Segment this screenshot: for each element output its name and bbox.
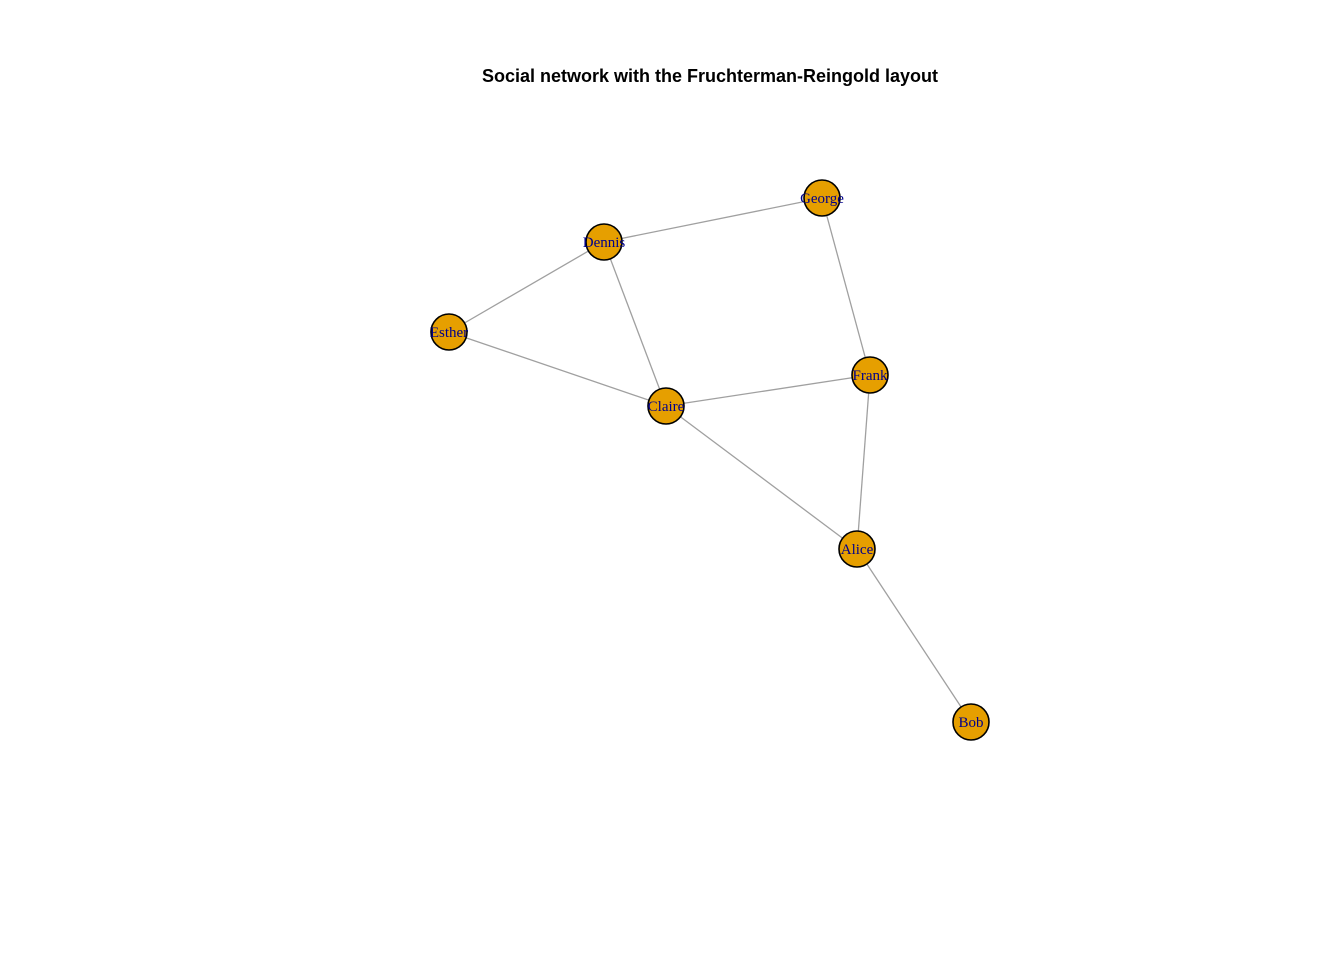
node-alice: Alice bbox=[838, 530, 876, 568]
node-label-frank: Frank bbox=[853, 368, 888, 384]
node-bob: Bob bbox=[952, 703, 990, 741]
edge-alice-bob bbox=[856, 548, 972, 723]
node-frank: Frank bbox=[851, 356, 889, 394]
node-label-george: George bbox=[800, 191, 844, 207]
node-claire: Claire bbox=[647, 387, 685, 425]
node-circle-frank bbox=[851, 356, 889, 394]
node-esther: Esther bbox=[430, 313, 468, 351]
node-george: George bbox=[800, 179, 844, 217]
node-label-claire: Claire bbox=[648, 399, 685, 415]
edge-frank-alice bbox=[856, 374, 871, 550]
node-circle-george bbox=[803, 179, 841, 217]
node-label-esther: Esther bbox=[430, 325, 468, 341]
node-circle-dennis bbox=[585, 223, 623, 261]
edge-claire-alice bbox=[665, 405, 858, 550]
node-circle-alice bbox=[838, 530, 876, 568]
edge-dennis-esther bbox=[448, 241, 605, 333]
edge-claire-frank bbox=[665, 374, 871, 407]
node-dennis: Dennis bbox=[583, 223, 626, 261]
node-label-dennis: Dennis bbox=[583, 235, 626, 251]
node-circle-bob bbox=[952, 703, 990, 741]
edge-esther-claire bbox=[448, 331, 667, 407]
plot-title: Social network with the Fruchterman-Rein… bbox=[481, 66, 939, 86]
node-label-alice: Alice bbox=[841, 542, 874, 558]
node-label-bob: Bob bbox=[958, 715, 983, 731]
edge-george-frank bbox=[821, 197, 871, 376]
edge-dennis-george bbox=[603, 197, 823, 243]
edges-layer bbox=[448, 197, 972, 723]
edge-dennis-claire bbox=[603, 241, 667, 407]
node-circle-esther bbox=[430, 313, 468, 351]
node-circle-claire bbox=[647, 387, 685, 425]
